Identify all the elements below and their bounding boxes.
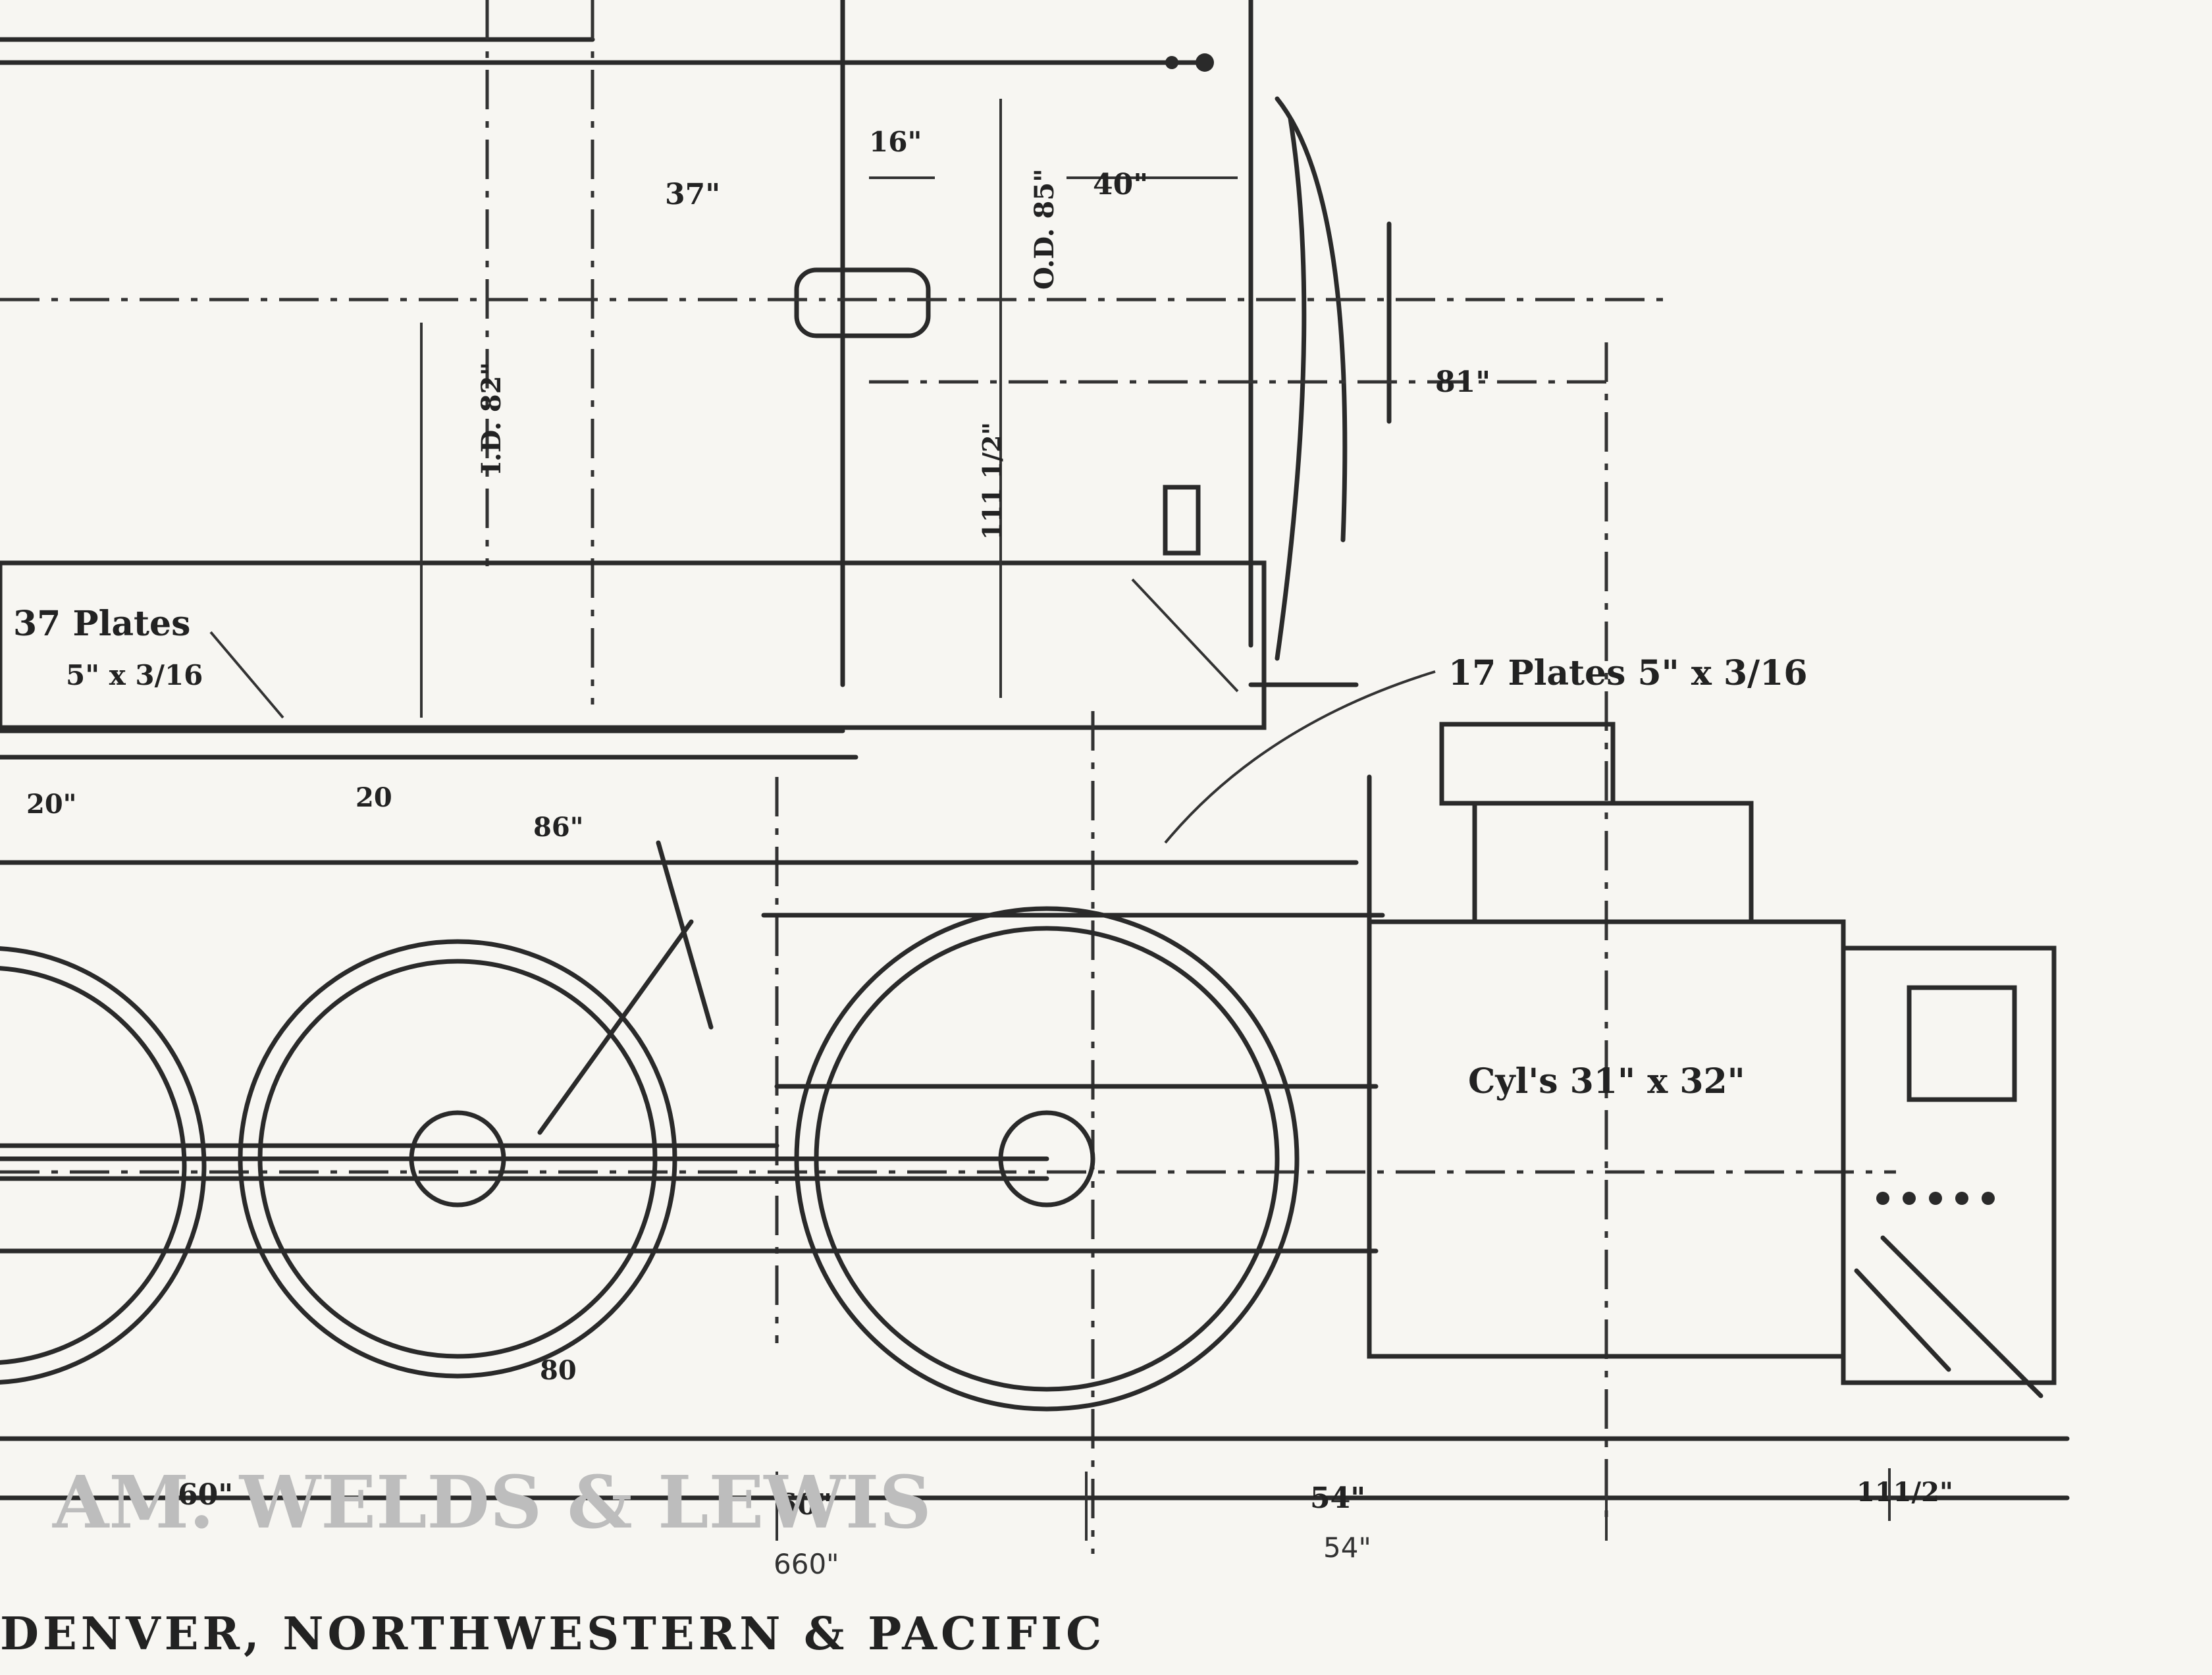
front-pilot bbox=[1841, 945, 2057, 1398]
dim-37: 37" bbox=[665, 178, 720, 211]
dim-60b: 60" bbox=[777, 1488, 832, 1522]
label-plates-right: 17 Plates 5" x 3/16 bbox=[1448, 653, 1808, 693]
smokebox-front bbox=[1163, 96, 1392, 687]
dim-86: 86" bbox=[533, 812, 584, 843]
side-rods bbox=[0, 840, 1049, 1181]
boiler-top-rails bbox=[0, 0, 1214, 705]
dim-od: O.D. 85" bbox=[1029, 169, 1060, 290]
dim-20b: 20 bbox=[356, 782, 392, 813]
dim-111: 111 1/2" bbox=[977, 422, 1007, 540]
drawing-title: DENVER, NORTHWESTERN & PACIFIC bbox=[0, 1608, 1105, 1661]
label-plates-left-a: 37 Plates bbox=[13, 604, 190, 644]
dim-54: 54" bbox=[1310, 1481, 1365, 1515]
dim-81: 81" bbox=[1435, 365, 1490, 399]
dim-16: 16" bbox=[869, 126, 922, 158]
leader-lines bbox=[209, 99, 1436, 844]
firebox-outline bbox=[0, 0, 1267, 733]
dim-40: 40" bbox=[1093, 168, 1148, 201]
handwritten-660: 660" bbox=[774, 1548, 839, 1580]
dim-id: I.D. 82" bbox=[476, 362, 507, 474]
ghost-watermark-text: AM. WELDS & LEWIS bbox=[52, 1460, 932, 1545]
label-plates-left-b: 5" x 3/16 bbox=[66, 659, 203, 691]
dim-60a: 60" bbox=[178, 1478, 233, 1512]
handwritten-54: 54" bbox=[1323, 1531, 1371, 1564]
dim-right: 111/2" bbox=[1856, 1477, 1953, 1508]
ground-and-dimension-lines bbox=[0, 1436, 2070, 1541]
dim-80: 80 bbox=[540, 1355, 577, 1386]
frame-rails bbox=[0, 755, 1385, 1254]
label-cylinders: Cyl's 31" x 32" bbox=[1468, 1061, 1745, 1102]
dim-20a: 20" bbox=[26, 789, 77, 820]
